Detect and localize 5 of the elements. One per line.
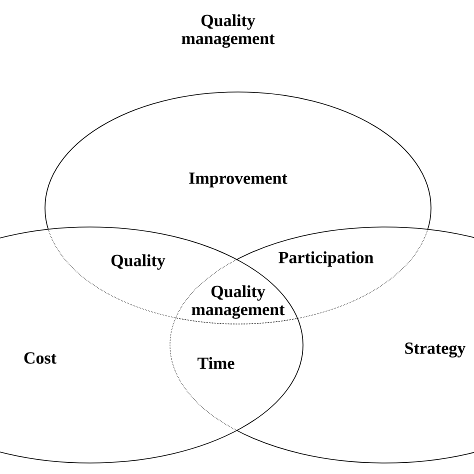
region-label: Quality — [111, 254, 166, 270]
region-label: Time — [198, 357, 234, 369]
region-label: Participation — [278, 251, 374, 267]
title: Quality management — [182, 14, 275, 48]
region-label: Quality management — [192, 285, 285, 319]
